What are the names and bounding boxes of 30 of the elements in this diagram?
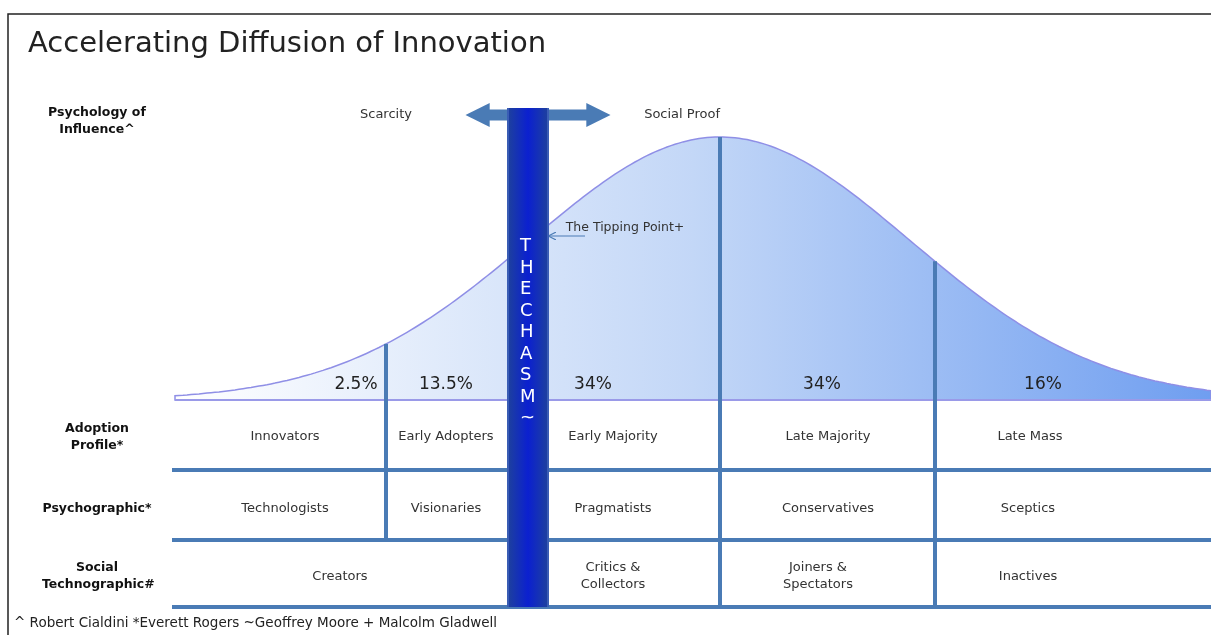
table-cell-text: Conservatives <box>780 498 876 516</box>
table-cell-text: Late Mass <box>996 426 1064 444</box>
table-cell-text: Pragmatists <box>573 498 653 516</box>
table-cell-text: Critics & Collectors <box>579 558 647 592</box>
annotation-text: The Tipping Point+ <box>564 218 686 235</box>
table-cell-text: Innovators <box>249 426 321 444</box>
row-header: Psychographic* <box>42 498 152 516</box>
row-header: Adoption Profile* <box>64 419 130 453</box>
vertical-bar-label: THE CHASM~ <box>520 234 532 428</box>
table-cell-text: Technologists <box>240 498 330 516</box>
table-cell-text: Creators <box>311 566 369 584</box>
chasm-bar <box>507 108 549 607</box>
row-header: Psychology of Influence^ <box>47 103 147 137</box>
footnote: ^ Robert Cialdini *Everett Rogers ~Geoffrey Moore + Malcolm Gladwell <box>14 614 498 631</box>
table-cell-text: Joiners & Spectators <box>782 558 854 592</box>
influence-label: Scarcity <box>360 106 412 121</box>
percentage-label: 34% <box>802 374 842 392</box>
table-cell-text: Late Majority <box>784 426 872 444</box>
row-header: Social Technographic# <box>42 558 152 592</box>
table-cell-text: Inactives <box>997 566 1059 584</box>
influence-label: Social Proof <box>644 106 720 121</box>
diagram-title: Accelerating Diffusion of Innovation <box>28 24 547 60</box>
table-cell-text: Early Adopters <box>397 426 495 444</box>
percentage-label: 34% <box>573 374 613 392</box>
block-arrow <box>549 102 611 128</box>
percentage-label: 16% <box>1023 374 1063 392</box>
table-cell-text: Sceptics <box>999 498 1057 516</box>
table-cell-text: Visionaries <box>409 498 483 516</box>
block-arrow <box>465 102 507 128</box>
table-cell-text: Early Majority <box>567 426 659 444</box>
